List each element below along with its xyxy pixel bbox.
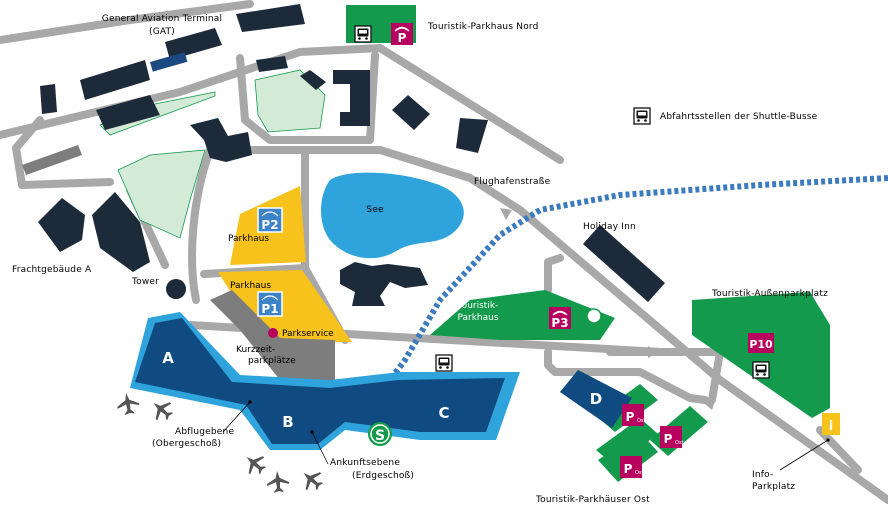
airplane-icon: [266, 470, 290, 494]
parkhaus-nord-label: Touristik-Parkhaus Nord: [427, 22, 539, 32]
lake: [321, 172, 464, 259]
kurzzeit-label-line1: Kurzzeit-: [236, 345, 275, 355]
svg-text:P: P: [664, 432, 673, 446]
airplane-icon: [115, 391, 141, 417]
terminal-c-label: C: [438, 404, 449, 422]
info-parkplatz-label-line1: Info-: [752, 470, 773, 480]
maritim-label: Maritim: [352, 307, 386, 317]
abflugebene-label-line1: Abflugebene: [175, 427, 234, 437]
svg-text:Ost: Ost: [635, 470, 644, 476]
parkservice-label: Parkservice: [282, 329, 334, 339]
p-ost-sign-3: P Ost: [620, 456, 644, 478]
terminal-d-label: D: [590, 390, 602, 408]
svg-text:P1: P1: [261, 302, 278, 316]
flughafenstrasse-label: Flughafenstraße: [474, 177, 551, 187]
svg-text:Ost: Ost: [675, 440, 684, 446]
p-ost-sign-2: P Ost: [660, 426, 684, 448]
info-icon: i: [822, 413, 840, 435]
s-bahn-icon: S: [368, 422, 392, 446]
hangar-hatch: [22, 145, 82, 175]
gat-terminal-building: [150, 52, 188, 72]
direction-arrows: [500, 208, 716, 410]
abflugebene-label-line2: (Obergeschoß): [152, 439, 221, 449]
svg-text:i: i: [829, 419, 833, 434]
terminal-d: [560, 370, 632, 428]
info-parkplatz-label-line2: Parkplatz: [752, 482, 795, 492]
p2-sign: P2: [257, 207, 283, 233]
svg-text:Ost: Ost: [637, 418, 646, 424]
ankunftsebene-label-line1: Ankunftsebene: [330, 458, 400, 468]
ankunftsebene-label-line2: (Erdgeschoß): [352, 471, 414, 481]
shuttle-bus-icon: [633, 107, 651, 125]
shuttle-bus-icon: [354, 25, 372, 43]
tower-label: Tower: [131, 277, 159, 287]
p10-sign: P10: [748, 333, 774, 353]
rail-line: [357, 175, 888, 422]
svg-text:P: P: [398, 31, 407, 45]
parkhaus-p2-label: Parkhaus: [228, 234, 269, 244]
airplane-icon: [146, 394, 178, 426]
svg-text:P10: P10: [749, 338, 773, 351]
leader-lines: [222, 401, 829, 471]
parkhaeuser-ost-label: Touristik-Parkhäuser Ost: [535, 495, 650, 505]
buildings: [38, 4, 665, 306]
parkservice-dot: [268, 328, 278, 338]
shuttle-bus-icon: [752, 361, 770, 379]
airplane-icon: [239, 448, 271, 480]
shuttle-bus-icon: [435, 354, 453, 372]
p-ost-sign-1: P Ost: [622, 404, 646, 426]
gat-label-line1: General Aviation Terminal: [102, 14, 222, 24]
airplane-icon: [296, 464, 328, 496]
terminal-a-label: A: [162, 349, 174, 367]
svg-text:S: S: [375, 428, 385, 444]
frachtgebaeude-label: Frachtgebäude A: [12, 265, 92, 275]
terminal-b-label: B: [282, 413, 293, 431]
see-label: See: [366, 205, 384, 215]
parkhaus-p1-label: Parkhaus: [230, 281, 271, 291]
p-nord-sign: P: [390, 22, 414, 46]
kurzzeit-label-line2: parkplätze: [248, 356, 296, 366]
shuttle-legend-label: Abfahrtsstellen der Shuttle-Busse: [660, 112, 818, 122]
svg-text:P2: P2: [261, 218, 278, 232]
svg-text:P: P: [626, 410, 635, 424]
holiday-inn-label: Holiday Inn: [583, 222, 636, 232]
p1-sign: P1: [257, 291, 283, 317]
touristik-parkhaus-label-line2: Parkhaus: [457, 313, 498, 323]
gat-label-line2: (GAT): [149, 27, 175, 37]
terminal-complex: [130, 312, 520, 450]
svg-text:P3: P3: [551, 316, 568, 330]
svg-text:P: P: [624, 462, 633, 476]
green-areas: [99, 69, 326, 239]
p3-sign: P3: [548, 306, 572, 330]
aussenparkplatz-label: Touristik-Außenparkplatz: [711, 289, 828, 299]
touristik-parkhaus-label-line1: Touristik-: [457, 301, 499, 311]
